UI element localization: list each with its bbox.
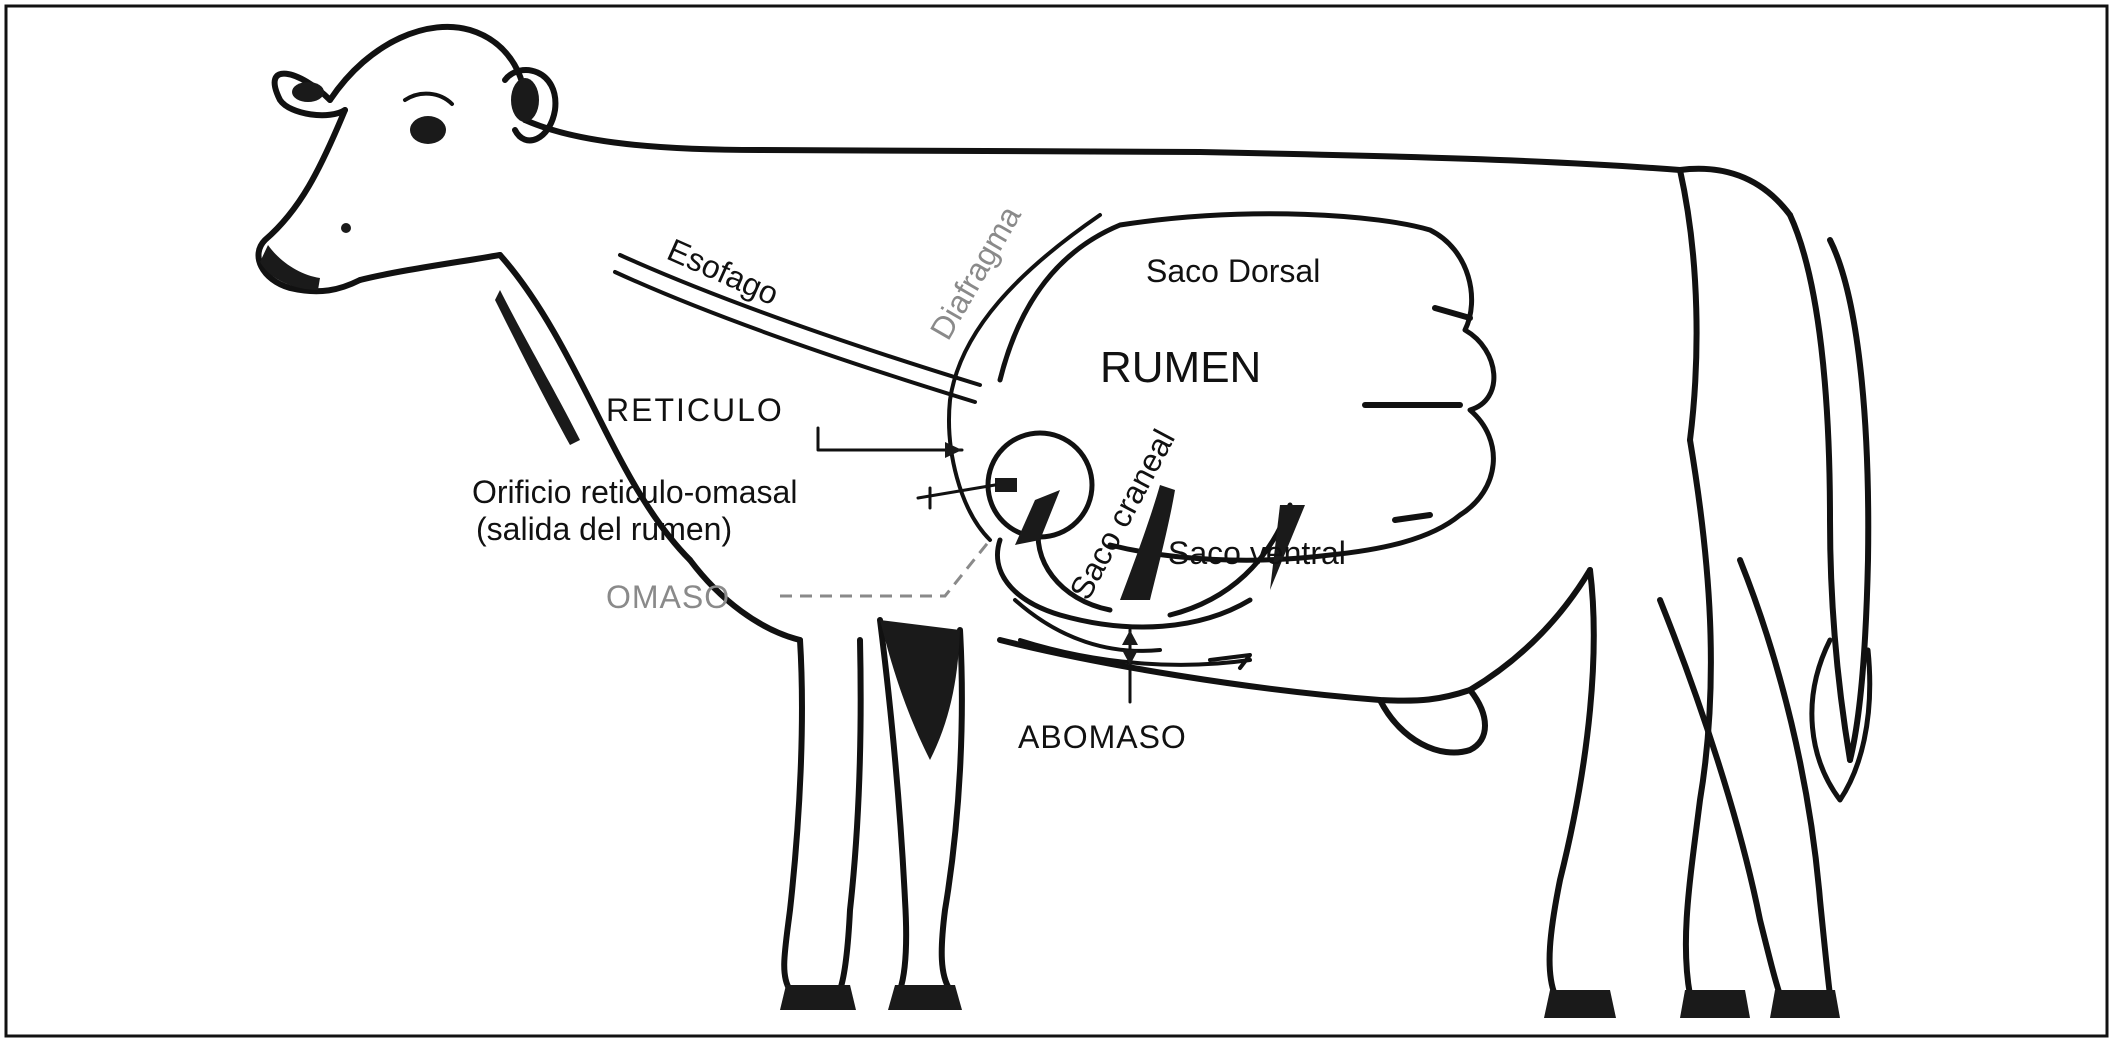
neck-shading bbox=[495, 290, 580, 445]
esophagus bbox=[620, 255, 980, 385]
reticulo-omasal-orifice bbox=[995, 478, 1017, 492]
saco-dorsal-label: Saco Dorsal bbox=[1146, 253, 1320, 289]
muzzle-shading bbox=[260, 245, 320, 290]
orificio-label-line2: (salida del rumen) bbox=[476, 511, 732, 547]
omaso-label: OMASO bbox=[606, 579, 730, 615]
omaso-pointer bbox=[780, 540, 990, 596]
abomaso-label: ABOMASO bbox=[1018, 719, 1187, 755]
cow-outline bbox=[258, 27, 1869, 800]
cow-hooves bbox=[780, 985, 1840, 1018]
eye-icon bbox=[410, 116, 446, 144]
reticulo-pointer bbox=[818, 428, 962, 450]
orificio-label-line1: Orificio reticulo-omasal bbox=[472, 474, 797, 510]
saco-ventral-label: Saco ventral bbox=[1168, 535, 1346, 571]
rumen-label: RUMEN bbox=[1100, 343, 1261, 392]
reticulo-label: RETICULO bbox=[606, 392, 784, 428]
diafragma-label: Diafragma bbox=[923, 199, 1028, 345]
